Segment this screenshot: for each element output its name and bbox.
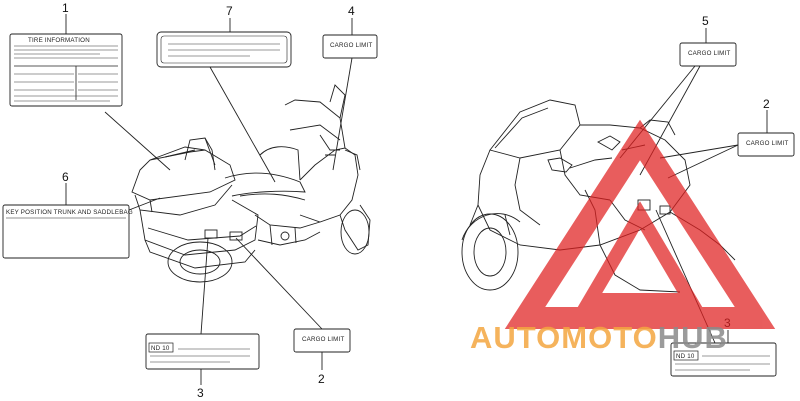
cargo-limit-text: CARGO LIMIT	[746, 140, 788, 147]
warning-triangle-icon	[504, 119, 776, 329]
label-3-tag: ND 10	[676, 353, 695, 360]
label-6-key-position: KEY POSITION TRUNK AND SADDLEBAG	[2, 204, 133, 259]
watermark-moto: MOTO	[561, 320, 657, 355]
cargo-limit-text: CARGO LIMIT	[330, 42, 372, 49]
watermark-auto: AUTO	[470, 320, 561, 355]
cargo-limit-text: CARGO LIMIT	[688, 50, 730, 57]
left-motorcycle-drawing	[131, 84, 371, 283]
label-1-tire-information: TIRE INFORMATION	[9, 33, 123, 107]
label-5-cargo-limit: CARGO LIMIT	[679, 42, 737, 67]
label-3-right: ND 10	[670, 342, 777, 377]
callout-4: 4	[348, 4, 355, 18]
callout-7: 7	[226, 4, 233, 18]
callout-2-left: 2	[318, 372, 325, 386]
label-4-cargo-limit: CARGO LIMIT	[322, 34, 378, 59]
key-position-text: KEY POSITION TRUNK AND SADDLEBAG	[6, 209, 133, 216]
label-7-plate	[156, 31, 292, 68]
tire-info-title: TIRE INFORMATION	[28, 37, 90, 44]
label-2-left-cargo-limit: CARGO LIMIT	[293, 328, 351, 353]
callout-1: 1	[62, 1, 69, 15]
cargo-limit-text: CARGO LIMIT	[302, 336, 344, 343]
callout-3-left: 3	[197, 386, 204, 400]
watermark-hub: HUB	[658, 320, 728, 355]
callout-2-right: 2	[763, 97, 770, 111]
label-3-left: ND 10	[145, 333, 260, 370]
label-3-tag: ND 10	[151, 345, 170, 352]
callout-6: 6	[62, 170, 69, 184]
watermark-logo: AUTOMOTOHUB	[470, 119, 776, 355]
svg-text:AUTOMOTOHUB: AUTOMOTOHUB	[470, 320, 728, 355]
label-2-right-cargo-limit: CARGO LIMIT	[737, 132, 795, 157]
callout-5: 5	[702, 14, 709, 28]
